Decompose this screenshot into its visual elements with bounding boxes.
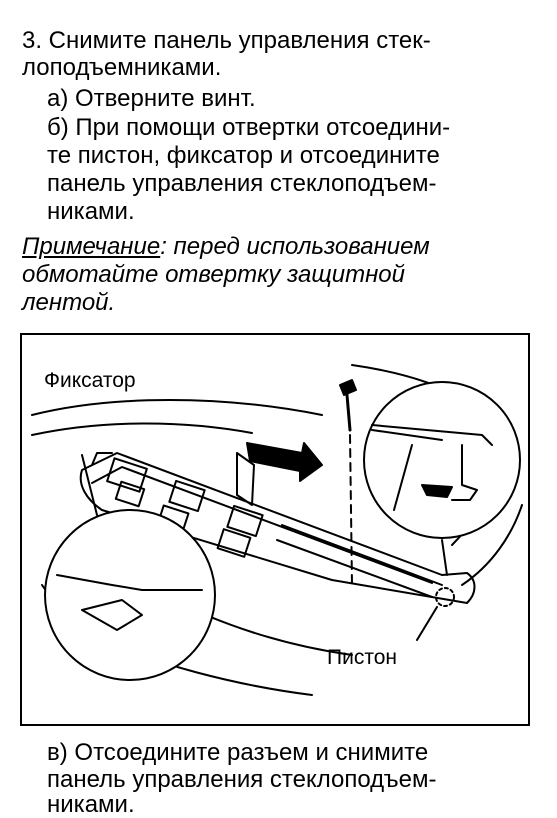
switch-panel-recess	[281, 524, 443, 586]
switch-panel-body	[79, 452, 476, 604]
note-line-1: Примечание: перед использованием	[22, 234, 430, 260]
panel-bracket	[236, 452, 255, 506]
note-line-2: обмотайте отвертку защитной	[22, 261, 406, 288]
screw-head	[339, 379, 357, 396]
clip-leader-line	[81, 454, 98, 516]
piston-detail-line-2	[371, 429, 443, 441]
clip-label: Фиксатор	[44, 369, 136, 392]
door-panel-illustration	[31, 364, 523, 696]
note-line-3: лентой.	[22, 289, 116, 316]
piston-detail-pin	[421, 484, 453, 498]
switch-6	[216, 528, 252, 558]
piston-leader-line	[441, 539, 448, 576]
step-3c-line-1: в) Отсоедините разъем и снимите	[47, 739, 429, 766]
clip-detail-line-1	[56, 574, 203, 591]
step-3c-line-3: никами.	[47, 791, 135, 818]
piston-detail-line-3	[393, 444, 413, 511]
switch-5	[226, 504, 264, 538]
step-3b-line-4: никами.	[47, 198, 135, 225]
note-label: Примечание	[22, 233, 161, 260]
switch-panel-recess-lower	[276, 539, 433, 598]
clip-detail-shape	[81, 599, 143, 631]
switch-3	[168, 479, 206, 513]
screw-shank	[345, 393, 352, 432]
door-trim-curve-inner	[31, 422, 253, 436]
step-3-line-1: 3. Снимите панель управления стек-	[22, 27, 431, 54]
switch-2	[114, 480, 146, 508]
note-line-1-rest: : перед использованием	[160, 233, 430, 260]
screw-dash-line	[349, 434, 353, 586]
piston-label: Пистон	[327, 646, 397, 669]
piston-detail-line-1	[371, 424, 493, 446]
piston-label-leader	[416, 606, 438, 641]
clip-leader-tip	[91, 452, 113, 466]
step-3a-text: а) Отверните винт.	[47, 85, 256, 112]
piston-detail-clip	[451, 444, 478, 501]
switch-panel-top-edge	[91, 466, 433, 584]
piston-marker	[435, 587, 455, 607]
step-3c-line-2: панель управления стеклоподъем-	[47, 766, 437, 793]
clip-detail-circle	[44, 509, 216, 681]
piston-detail-circle	[363, 381, 521, 539]
switch-1	[106, 457, 148, 493]
step-3b-line-1: б) При помощи отвертки отсоедини-	[47, 114, 451, 141]
step-3b-line-3: панель управления стеклоподъем-	[47, 170, 437, 197]
door-switch-panel-figure: Фиксатор Пистон	[20, 333, 530, 726]
door-trim-curve-top	[31, 399, 323, 416]
pull-arrow	[246, 442, 323, 482]
step-3b-line-2: те пистон, фиксатор и отсоедините	[47, 142, 440, 169]
step-3-line-2: лоподъемниками.	[22, 54, 222, 81]
